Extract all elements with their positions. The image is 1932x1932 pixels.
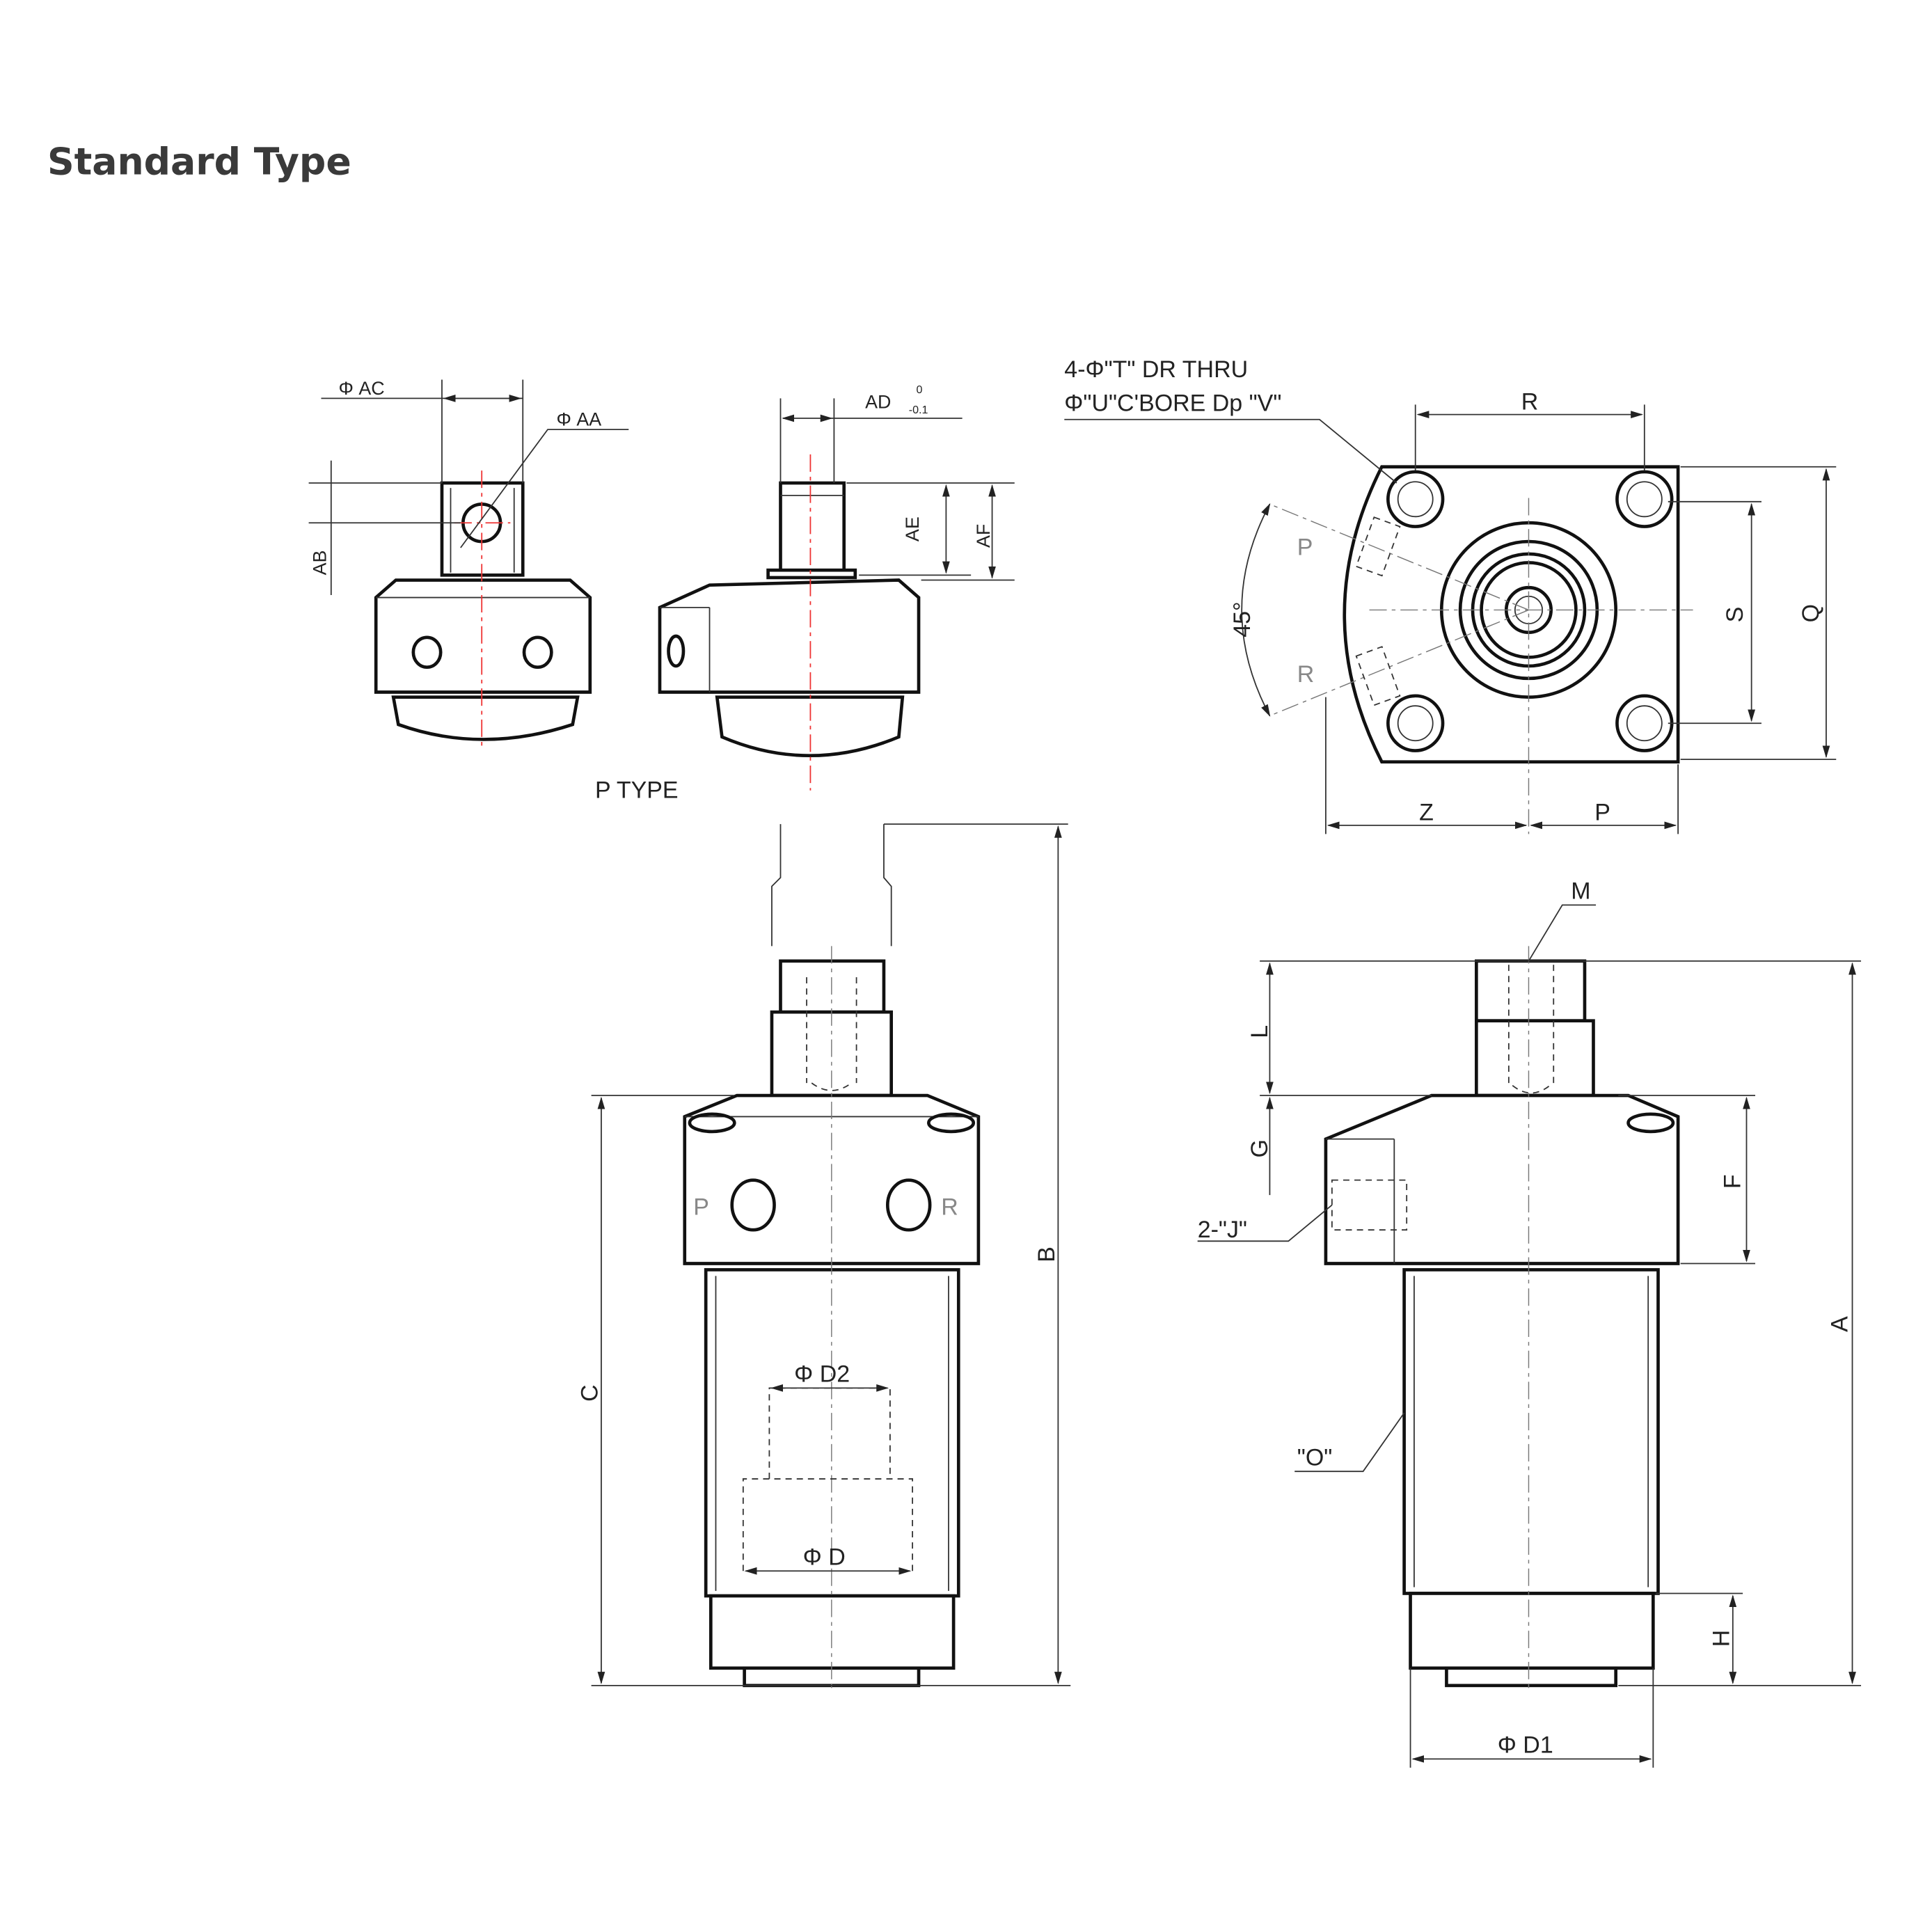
dim-g-label: G — [1246, 1139, 1273, 1157]
dim-f-label: F — [1720, 1174, 1746, 1189]
dim-o-label: "O" — [1297, 1444, 1333, 1471]
dim-ab-label: AB — [310, 551, 331, 576]
dim-c-label: C — [577, 1384, 603, 1402]
dim-d-label: Φ D — [803, 1544, 846, 1570]
dim-d2-label: Φ D2 — [794, 1361, 850, 1387]
dim-ac-label: Φ AC — [339, 378, 385, 399]
plan-port-r-label: R — [1297, 661, 1315, 688]
p-type-label: P TYPE — [595, 777, 679, 804]
dim-ad-label: AD — [865, 392, 891, 413]
dim-j-label: 2-"J" — [1198, 1217, 1247, 1243]
front-view: P R Φ D2 Φ D C B — [577, 823, 1071, 1693]
dim-ad-tol-lower: -0.1 — [909, 404, 928, 416]
dim-s-label: S — [1722, 607, 1748, 623]
bolt-holes — [1386, 470, 1674, 752]
side-view: M L G 2-"J" F "O" A H Φ D1 — [1198, 878, 1862, 1768]
dim-d1-label: Φ D1 — [1498, 1732, 1553, 1758]
p-type-side-view: AD 0 -0.1 AE AF P TYPE — [595, 383, 1015, 804]
plan-view: P R 45° 4-Φ"T" DR THRU Φ"U"C'BORE Dp "V"… — [1064, 356, 1837, 834]
bolt-note-line1: 4-Φ"T" DR THRU — [1064, 356, 1248, 383]
angle-label: 45° — [1229, 601, 1256, 637]
bolt-note-line2: Φ"U"C'BORE Dp "V" — [1064, 390, 1281, 416]
dim-ad-tol-upper: 0 — [916, 383, 922, 396]
dim-z-label: Z — [1419, 800, 1434, 826]
dim-a-label: A — [1826, 1316, 1853, 1332]
dim-h-label: H — [1708, 1630, 1734, 1647]
dim-b-label: B — [1034, 1246, 1060, 1262]
dim-l-label: L — [1246, 1025, 1273, 1038]
front-port-p-label: P — [693, 1194, 709, 1221]
dim-af-label: AF — [973, 524, 994, 548]
dim-q-label: Q — [1798, 604, 1824, 622]
dim-aa-label: Φ AA — [557, 409, 602, 430]
dim-p-label: P — [1594, 800, 1610, 826]
dim-m-label: M — [1571, 878, 1590, 904]
dim-r-label: R — [1521, 388, 1539, 415]
front-port-r-label: R — [941, 1194, 958, 1221]
page-title: Standard Type — [47, 139, 351, 183]
plan-port-p-label: P — [1297, 535, 1313, 561]
p-type-front-view: Φ AC Φ AA AB — [308, 378, 629, 747]
dim-ae-label: AE — [902, 516, 923, 541]
